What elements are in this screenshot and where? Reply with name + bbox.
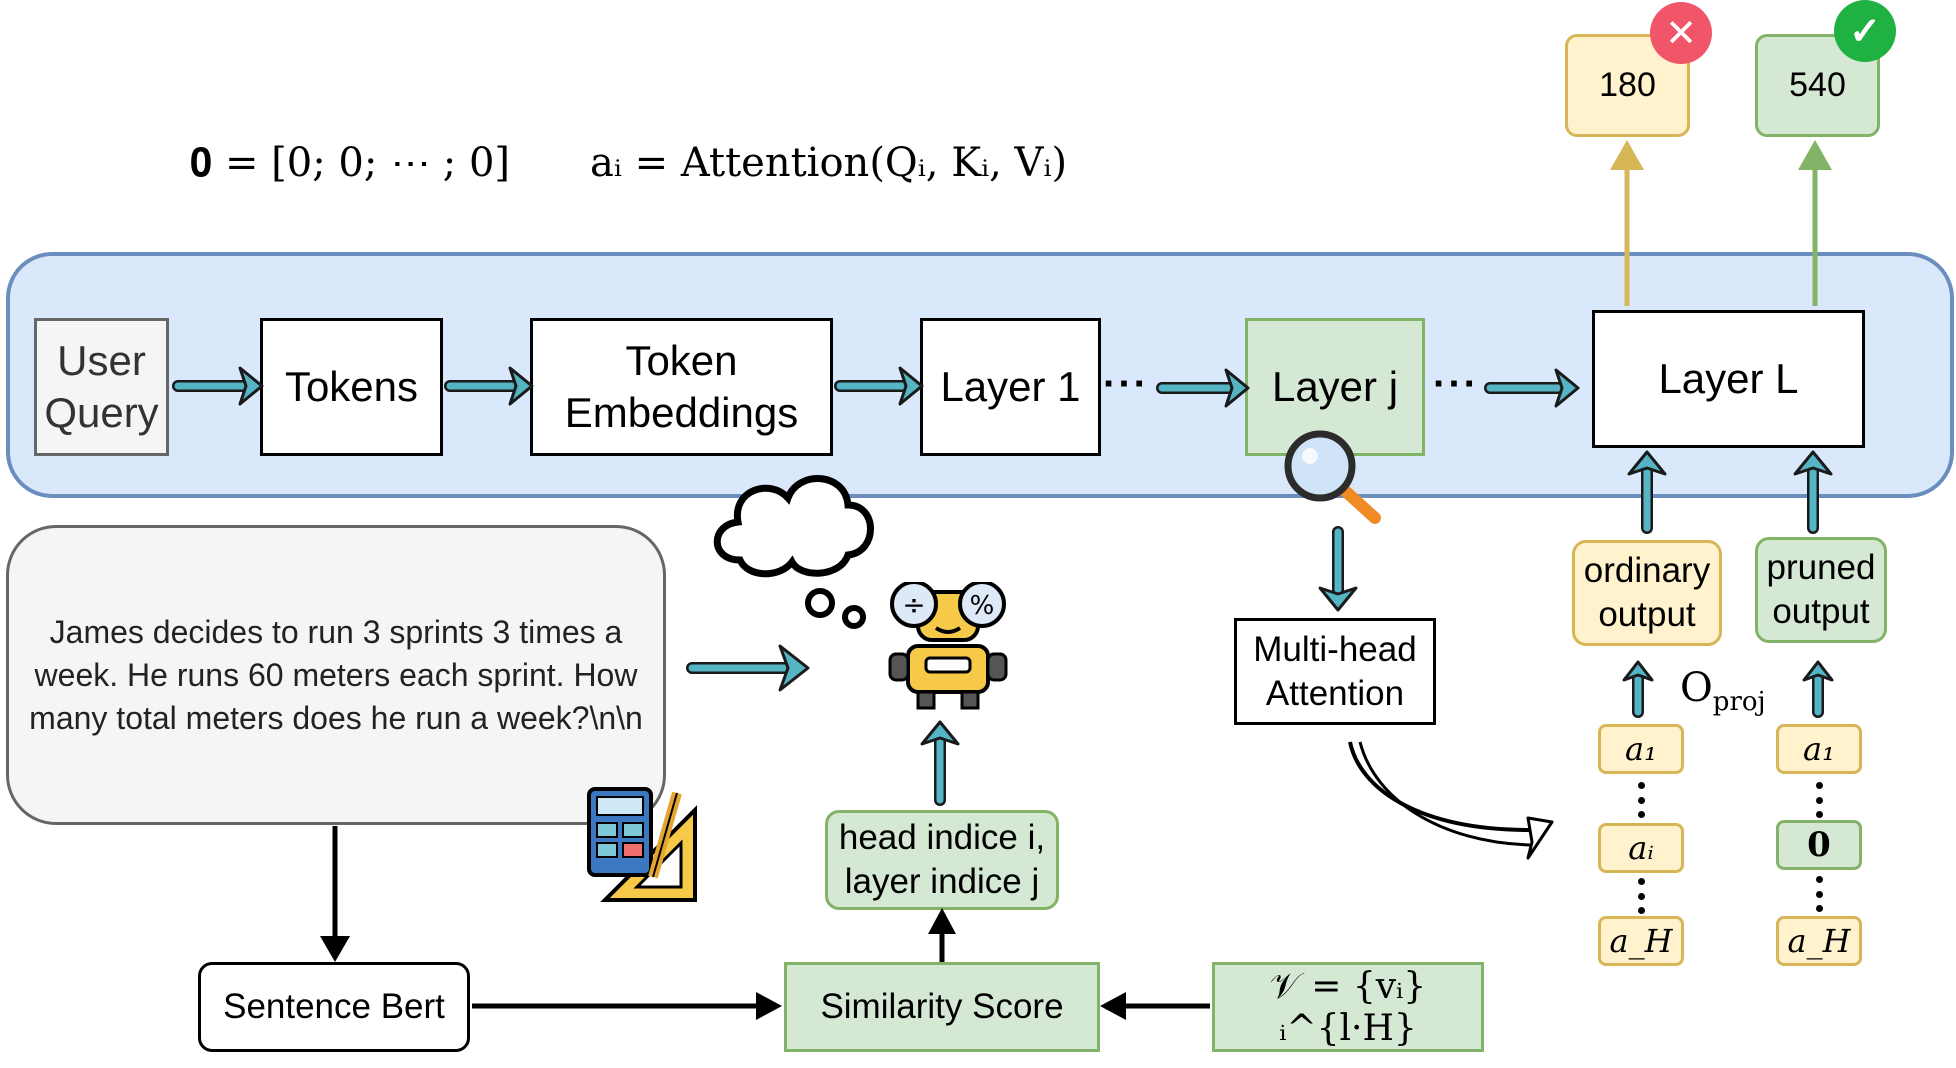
thought-bubble-small-icon [802,585,872,635]
ordinary-ai: aᵢ [1598,823,1684,873]
layer-j-box: Layer j [1245,318,1425,456]
ordinary-a1: a₁ [1598,724,1684,774]
o-proj-label: Oproj [1680,665,1766,717]
tokens-box: Tokens [260,318,443,456]
attention-formula: aᵢ = Attention(Qᵢ, Kᵢ, Vᵢ) [590,140,1068,186]
pruned-vdots-1 [1816,782,1824,818]
ellipsis-1: ··· [1103,362,1149,406]
ordinary-vdots-1 [1638,782,1646,818]
calculator-ruler-icon [585,785,700,905]
magnifier-icon [1280,430,1390,530]
ordinary-ah: a_H [1598,916,1684,966]
head-indice-box: head indice i,layer indice j [825,810,1059,910]
layer-1-box: Layer 1 [920,318,1101,456]
robot-icon: ÷ % [878,580,1018,712]
similarity-score-box: Similarity Score [784,962,1100,1052]
pruned-a1: a₁ [1776,724,1862,774]
layer-l-box: Layer L [1592,310,1865,448]
svg-text:÷: ÷ [902,588,925,621]
wrong-output-box: 180 [1565,34,1690,137]
svg-text:%: % [970,591,995,621]
value-set-box: 𝒱 = {vᵢ}ᵢ^{l·H} [1212,962,1484,1052]
thought-cloud-icon [700,460,880,590]
correct-check-icon: ✓ [1834,0,1896,62]
ordinary-vdots-2 [1638,878,1646,914]
question-box: James decides to run 3 sprints 3 times a… [6,525,666,825]
pruned-ah: a_H [1776,916,1862,966]
pruned-vdots-2 [1816,876,1824,912]
ellipsis-2: ··· [1433,362,1479,406]
wrong-cross-icon: ✕ [1650,2,1712,64]
pruned-zero: 0 [1776,820,1862,870]
sentence-bert-box: Sentence Bert [198,962,470,1052]
zero-vector-formula: 𝟎 = [0; 0; ⋯ ; 0] [190,140,511,186]
